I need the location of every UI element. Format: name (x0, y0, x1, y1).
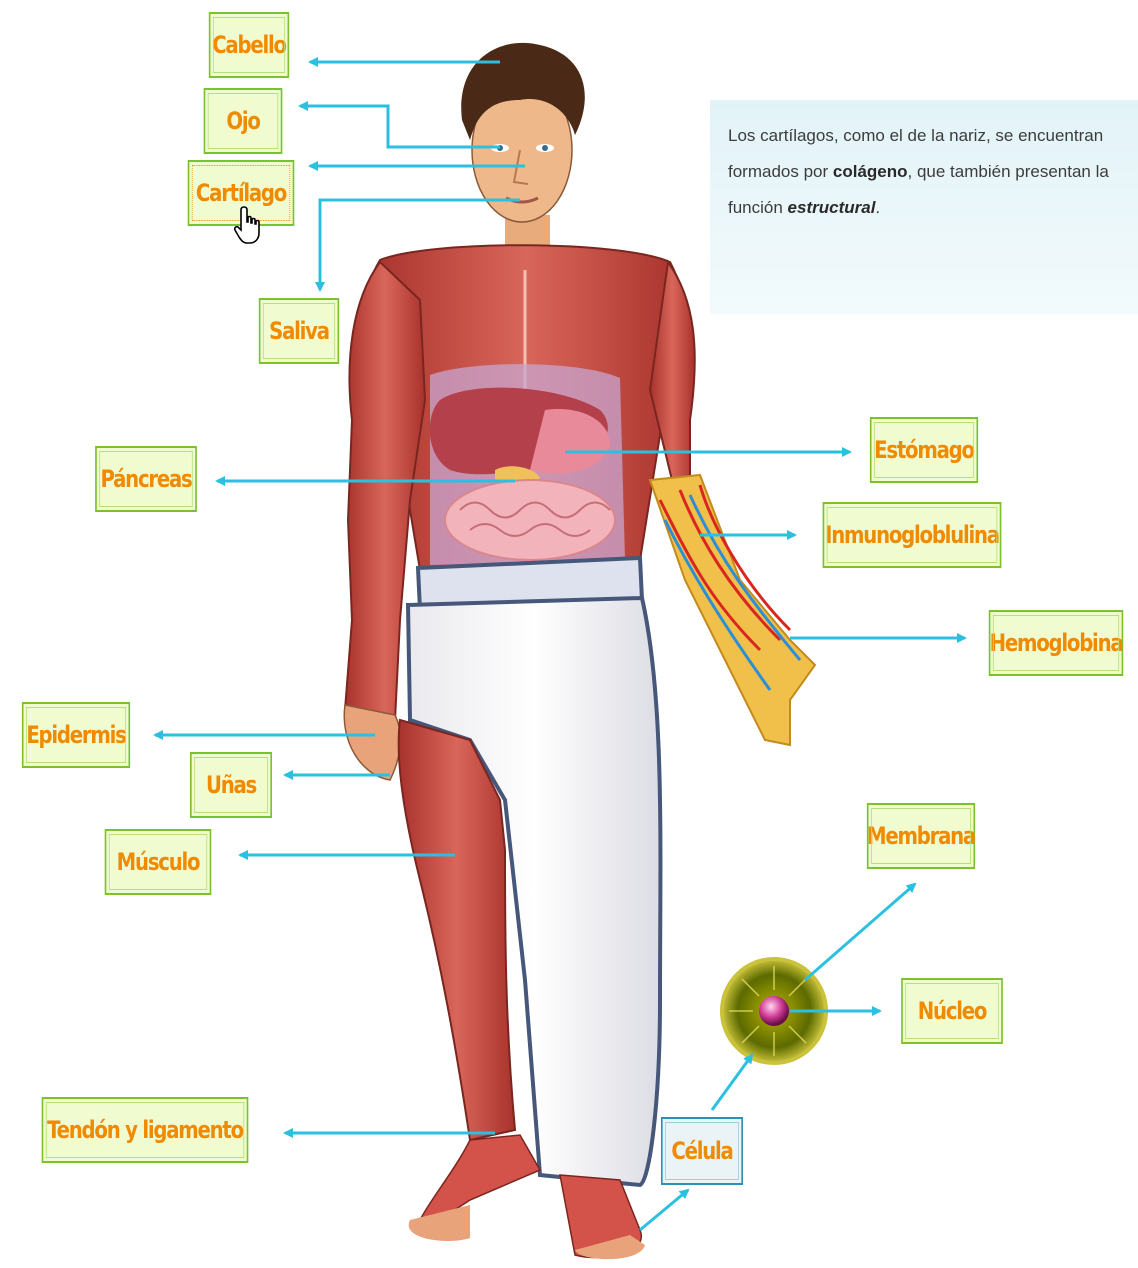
info-bold-collagen: colágeno (833, 162, 908, 181)
label-cabello[interactable]: Cabello (209, 12, 289, 78)
left-foot (560, 1175, 645, 1259)
label-musculo[interactable]: Músculo (105, 829, 212, 895)
label-tendon[interactable]: Tendón y ligamento (42, 1097, 249, 1163)
arrow-celula-down (640, 1190, 688, 1230)
info-italic-structural: estructural (788, 198, 876, 217)
label-saliva[interactable]: Saliva (259, 298, 339, 364)
arrow-membrana (805, 884, 915, 980)
label-celula[interactable]: Célula (661, 1117, 743, 1185)
arrow-celula-up (712, 1055, 752, 1110)
label-epidermis[interactable]: Epidermis (22, 702, 130, 768)
head (461, 43, 585, 265)
label-pancreas[interactable]: Páncreas (95, 446, 197, 512)
info-text-3: . (875, 198, 880, 217)
label-inmunoglobulina[interactable]: Inmunogloblulina (823, 502, 1002, 568)
label-ojo[interactable]: Ojo (204, 88, 283, 154)
label-hemoglobina[interactable]: Hemoglobina (989, 610, 1123, 676)
hand-pointer-icon (234, 205, 266, 247)
label-estomago[interactable]: Estómago (870, 417, 978, 483)
label-nucleo[interactable]: Núcleo (901, 978, 1003, 1044)
label-unas[interactable]: Uñas (190, 752, 272, 818)
info-tooltip: Los cartílagos, como el de la nariz, se … (710, 100, 1138, 314)
label-membrana[interactable]: Membrana (867, 803, 975, 869)
left-arm (650, 262, 815, 745)
